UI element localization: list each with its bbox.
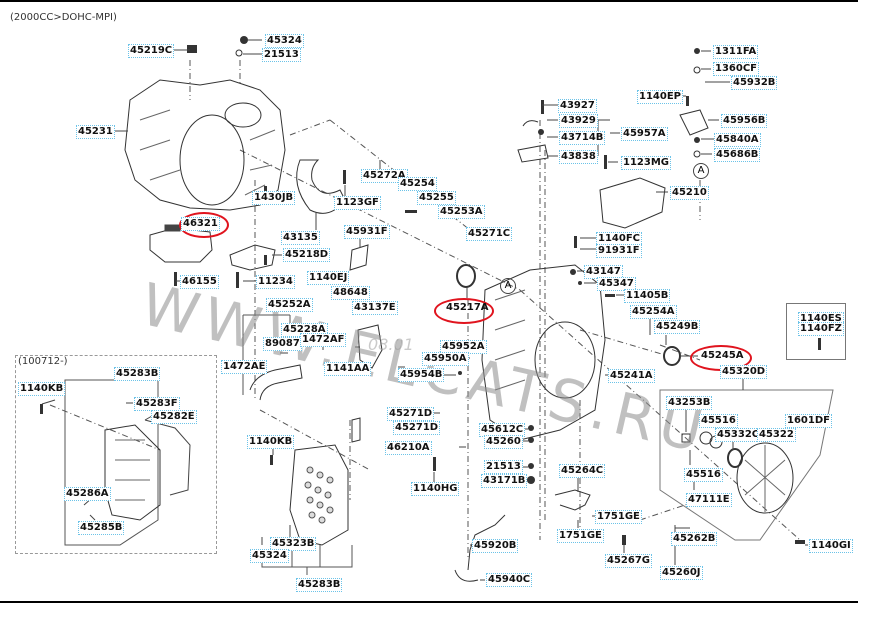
part-label[interactable]: 1751GE xyxy=(595,510,642,524)
part-label[interactable]: 48648 xyxy=(331,286,370,300)
part-label[interactable]: 45245A xyxy=(701,350,744,361)
part-label[interactable]: 45271D xyxy=(393,421,441,435)
part-label[interactable]: 1751GE xyxy=(557,529,604,543)
part-label[interactable]: 43171B xyxy=(481,474,528,488)
part-label[interactable]: 89087 xyxy=(263,337,302,351)
part-label[interactable]: 1140HG xyxy=(411,482,460,496)
part-label[interactable]: 1140KB xyxy=(18,382,66,396)
part-label[interactable]: 45516 xyxy=(684,468,723,482)
part-label[interactable]: 45271D xyxy=(387,407,435,421)
part-label[interactable]: 45686B xyxy=(714,148,761,162)
part-label[interactable]: 21513 xyxy=(262,48,301,62)
variant-box xyxy=(15,355,217,554)
highlight-45217A xyxy=(434,298,494,324)
part-label[interactable]: 45282E xyxy=(151,410,197,424)
part-label[interactable]: 1472AE xyxy=(221,360,268,374)
part-label[interactable]: 1140EP xyxy=(637,90,683,104)
part-label[interactable]: 45219C xyxy=(128,44,175,58)
part-label[interactable]: 45932B xyxy=(731,76,778,90)
part-label[interactable]: 43253B xyxy=(666,396,713,410)
bell-housing-45231 xyxy=(124,79,286,211)
part-label[interactable]: 1123MG xyxy=(621,156,671,170)
part-label[interactable]: 45516 xyxy=(699,414,738,428)
part-label[interactable]: 46321 xyxy=(181,217,220,231)
part-label[interactable]: 45320D xyxy=(720,365,768,379)
part-label[interactable]: 45253A xyxy=(438,205,485,219)
part-label[interactable]: 45840A xyxy=(714,133,761,147)
part-label[interactable]: 45332C xyxy=(715,428,762,442)
variant-box-label: (100712-) xyxy=(17,356,69,367)
part-label[interactable]: 1140EJ xyxy=(307,271,350,285)
part-label[interactable]: 45217A xyxy=(446,302,489,313)
part-label[interactable]: 1430JB xyxy=(252,191,296,205)
part-label[interactable]: 46155 xyxy=(180,275,219,289)
part-label[interactable]: 45324 xyxy=(250,549,289,563)
part-label[interactable]: 21513 xyxy=(484,460,523,474)
fastener-box xyxy=(786,303,846,360)
part-label[interactable]: 45218D xyxy=(283,248,331,262)
part-label[interactable]: 45285B xyxy=(78,521,125,535)
transaxle-case-45241A xyxy=(481,264,606,441)
part-label[interactable]: 45347 xyxy=(597,277,636,291)
part-label[interactable]: 45260J xyxy=(660,566,703,580)
part-label[interactable]: 43927 xyxy=(558,99,597,113)
part-label[interactable]: 45283B xyxy=(114,367,161,381)
part-label[interactable]: 45956B xyxy=(721,114,768,128)
part-label[interactable]: 43838 xyxy=(559,150,598,164)
part-label[interactable]: 45322 xyxy=(757,428,796,442)
part-label[interactable]: 11234 xyxy=(256,275,295,289)
part-label[interactable]: 1601DF xyxy=(785,414,832,428)
part-label[interactable]: 45283B xyxy=(296,578,343,592)
part-label[interactable]: 45252A xyxy=(266,298,313,312)
part-label[interactable]: 45940C xyxy=(486,573,533,587)
bottom-rule xyxy=(0,601,858,603)
part-label[interactable]: 1140GI xyxy=(809,539,853,553)
part-label[interactable]: 45267G xyxy=(605,554,652,568)
part-label[interactable]: 45249B xyxy=(654,320,701,334)
part-label[interactable]: 45210 xyxy=(670,186,709,200)
part-label[interactable]: 1141AA xyxy=(324,362,372,376)
part-label[interactable]: 45254A xyxy=(630,305,677,319)
part-label[interactable]: 45920B xyxy=(472,539,519,553)
part-label[interactable]: 45324 xyxy=(265,34,304,48)
part-label[interactable]: 45323B xyxy=(270,537,317,551)
part-label[interactable]: 45950A xyxy=(422,352,469,366)
part-label[interactable]: 91931F xyxy=(596,244,642,258)
part-label[interactable]: 1360CF xyxy=(713,62,760,76)
part-label[interactable]: 45255 xyxy=(417,191,456,205)
part-label[interactable]: 1140KB xyxy=(247,435,295,449)
part-label[interactable]: 45957A xyxy=(621,127,668,141)
part-label[interactable]: 45241A xyxy=(608,369,655,383)
part-label[interactable]: 43929 xyxy=(559,114,598,128)
part-label[interactable]: 45271C xyxy=(466,227,513,241)
part-label[interactable]: 45231 xyxy=(76,125,115,139)
part-label[interactable]: 45286A xyxy=(64,487,111,501)
part-label[interactable]: 1311FA xyxy=(713,45,759,59)
part-label[interactable]: 45264C xyxy=(559,464,606,478)
part-label[interactable]: 45283F xyxy=(134,397,180,411)
part-label[interactable]: 1123GF xyxy=(334,196,381,210)
part-label[interactable]: 45262B xyxy=(671,532,718,546)
part-label[interactable]: 43137E xyxy=(352,301,398,315)
part-label[interactable]: 45931F xyxy=(344,225,390,239)
part-label[interactable]: 45260 xyxy=(484,435,523,449)
part-label[interactable]: 43135 xyxy=(281,231,320,245)
watermark-stamp: 08.01 xyxy=(368,335,414,354)
part-label[interactable]: 45954B xyxy=(398,368,445,382)
part-label[interactable]: 45272A xyxy=(361,169,408,183)
top-rule xyxy=(0,0,858,2)
ref-marker-a-top: A xyxy=(693,163,709,179)
part-label[interactable]: 43714B xyxy=(559,131,606,145)
part-label[interactable]: 47111E xyxy=(686,493,732,507)
part-label[interactable]: 1140FZ xyxy=(798,322,844,336)
engine-spec-caption: (2000CC>DOHC-MPI) xyxy=(10,12,117,23)
highlight-46321 xyxy=(179,212,229,238)
part-label[interactable]: 1472AF xyxy=(300,333,347,347)
ref-marker-a-case: A xyxy=(500,278,516,294)
part-label[interactable]: 46210A xyxy=(385,441,432,455)
part-label[interactable]: 45254 xyxy=(398,177,437,191)
part-label[interactable]: 11405B xyxy=(624,289,671,303)
